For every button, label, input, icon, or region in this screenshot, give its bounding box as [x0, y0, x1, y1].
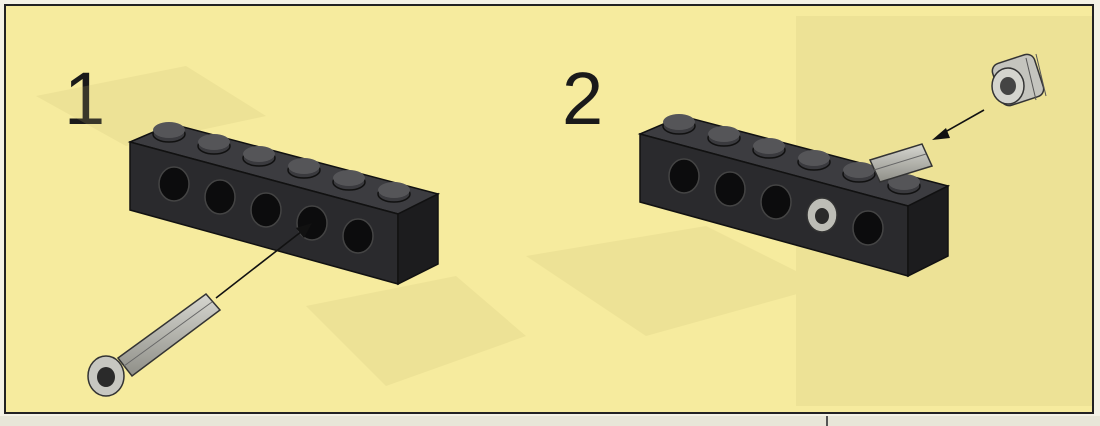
footer-divider: [826, 416, 828, 426]
arrow-icon: [932, 109, 985, 140]
bushing-icon: [991, 53, 1047, 107]
technic-brick-step2-icon: [637, 114, 951, 278]
axle-end-icon: [868, 143, 934, 183]
page-footer-strip: [0, 416, 1100, 426]
instruction-illustration: [36, 16, 1092, 406]
arrow-icon: [215, 223, 312, 299]
axle-pin-icon: [87, 292, 222, 397]
technic-brick-step1-icon: [127, 122, 441, 286]
instruction-panel: 1 2: [4, 4, 1094, 414]
step-number-2: 2: [562, 57, 604, 140]
step-number-1: 1: [64, 62, 105, 136]
